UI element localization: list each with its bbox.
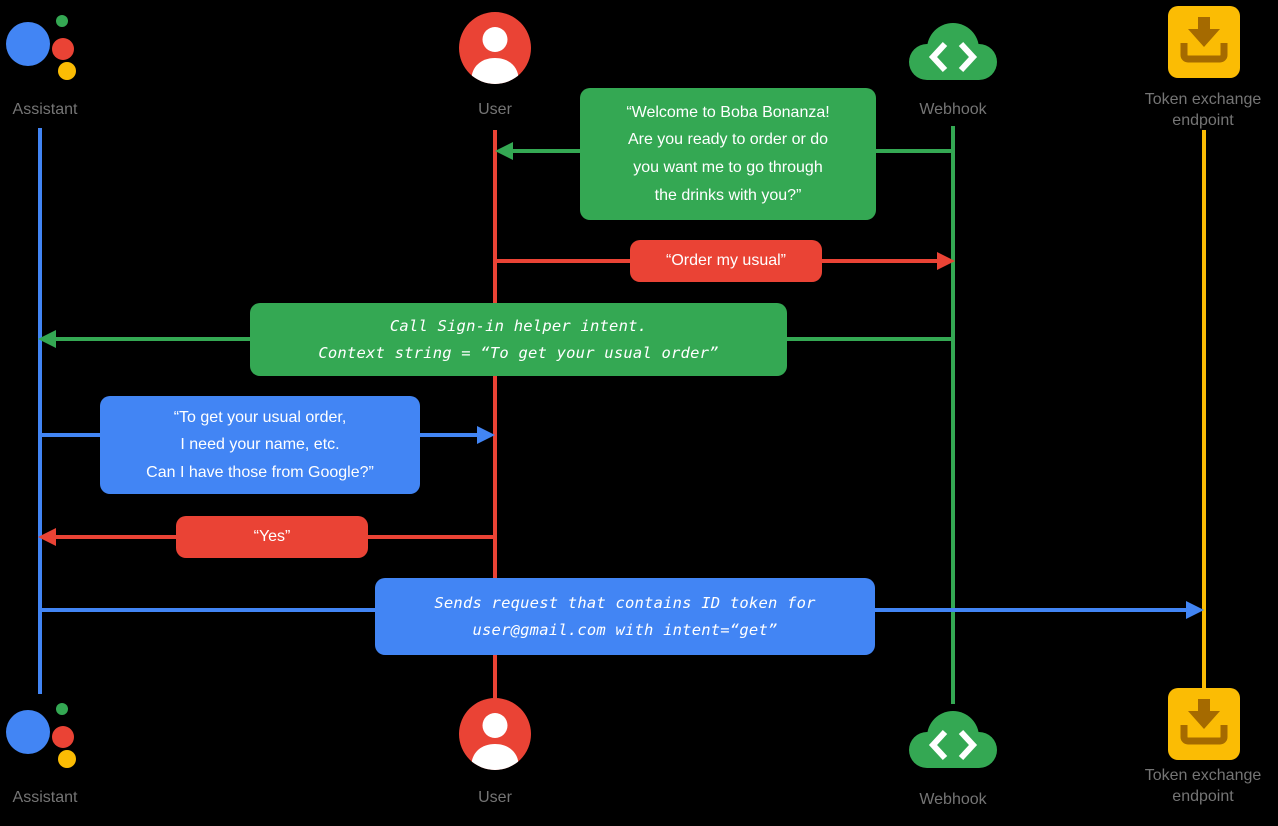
assistant-icon-bottom: [2, 692, 86, 776]
ask-permission-message-text: “To get your usual order, I need your na…: [146, 408, 374, 481]
signin-helper-message-text: Call Sign-in helper intent. Context stri…: [318, 316, 719, 362]
webhook-icon: [898, 12, 1008, 88]
webhook-icon-bottom: [898, 700, 1008, 776]
webhook-lifeline: [951, 126, 955, 704]
token-endpoint-icon: [1166, 4, 1242, 80]
order-arrowhead-icon: [937, 252, 955, 270]
signin-helper-arrowhead-icon: [38, 330, 56, 348]
yes-message-bubble: “Yes”: [176, 516, 368, 558]
user-icon-bottom: [459, 698, 531, 770]
token-request-message-text: Sends request that contains ID token for…: [434, 593, 816, 639]
assistant-label-bottom: Assistant: [12, 789, 78, 806]
webhook-label: Webhook: [919, 101, 987, 118]
token-endpoint-label-bottom: Token exchange endpoint: [1144, 767, 1262, 805]
order-message-text: “Order my usual”: [665, 252, 787, 270]
token-endpoint-label: Token exchange endpoint: [1144, 91, 1262, 129]
user-icon: [459, 12, 531, 84]
yes-arrowhead-icon: [38, 528, 56, 546]
yes-message-text: “Yes”: [253, 528, 291, 546]
token-request-message-bubble: Sends request that contains ID token for…: [375, 578, 875, 655]
welcome-message-text: “Welcome to Boba Bonanza! Are you ready …: [626, 103, 830, 204]
webhook-label-bottom: Webhook: [919, 791, 987, 808]
welcome-arrowhead-icon: [495, 142, 513, 160]
assistant-icon: [2, 4, 86, 88]
signin-helper-message-bubble: Call Sign-in helper intent. Context stri…: [250, 303, 787, 376]
welcome-message-bubble: “Welcome to Boba Bonanza! Are you ready …: [580, 88, 876, 220]
user-label: User: [478, 101, 512, 118]
token-endpoint-lifeline: [1202, 130, 1206, 688]
user-lifeline: [493, 130, 497, 700]
user-label-bottom: User: [478, 789, 512, 806]
order-message-bubble: “Order my usual”: [630, 240, 822, 282]
assistant-lifeline: [38, 128, 42, 694]
ask-permission-message-bubble: “To get your usual order, I need your na…: [100, 396, 420, 494]
token-request-arrowhead-icon: [1186, 601, 1204, 619]
token-endpoint-icon-bottom: [1166, 686, 1242, 762]
ask-permission-arrowhead-icon: [477, 426, 495, 444]
assistant-label: Assistant: [12, 101, 78, 118]
